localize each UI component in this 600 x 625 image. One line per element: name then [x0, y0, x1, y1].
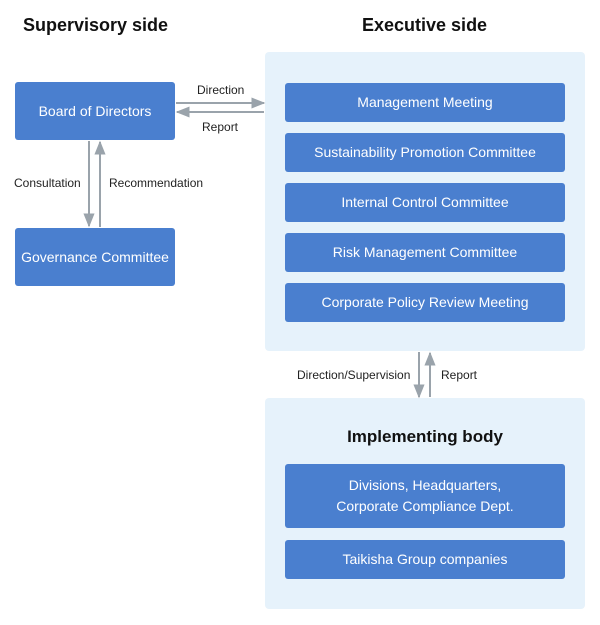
direction-label: Direction: [197, 83, 245, 97]
report-label: Report: [202, 120, 239, 134]
committee-box-sustainability: Sustainability Promotion Committee: [285, 133, 565, 172]
implementing-body-title: Implementing body: [347, 427, 503, 446]
executive-side-heading: Executive side: [362, 15, 488, 35]
supervisory-side-heading: Supervisory side: [23, 15, 169, 35]
committee-box-internal-control: Internal Control Committee: [285, 183, 565, 222]
committee-box-corporate-policy: Corporate Policy Review Meeting: [285, 283, 565, 322]
consultation-label: Consultation: [14, 176, 81, 190]
board-of-directors-box: Board of Directors: [15, 82, 175, 140]
recommendation-label: Recommendation: [109, 176, 204, 190]
governance-committee-box: Governance Committee: [15, 228, 175, 286]
committee-box-management-meeting: Management Meeting: [285, 83, 565, 122]
divisions-box: Divisions, Headquarters, Corporate Compl…: [285, 464, 565, 528]
group-companies-box: Taikisha Group companies: [285, 540, 565, 579]
report-up-label: Report: [441, 368, 478, 382]
direction-supervision-label: Direction/Supervision: [297, 368, 411, 382]
committee-box-risk-management: Risk Management Committee: [285, 233, 565, 272]
